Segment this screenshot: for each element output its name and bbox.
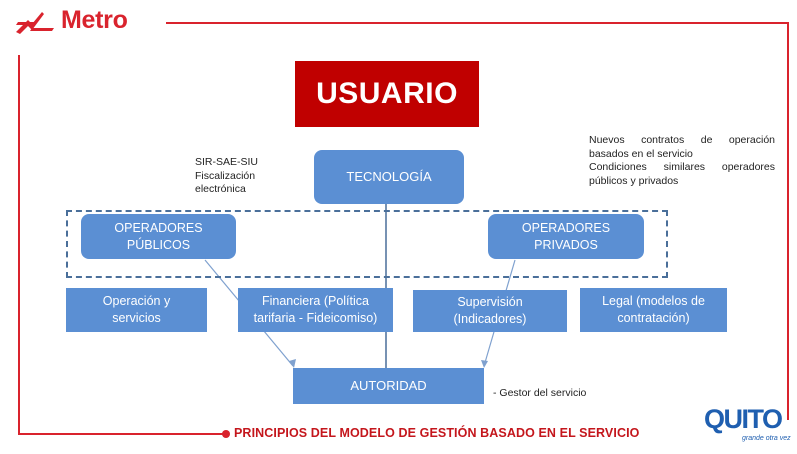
right-arrowhead	[481, 360, 488, 368]
usuario-label: USUARIO	[316, 76, 458, 110]
supervision-line: (Indicadores)	[453, 312, 527, 326]
operacion-line: servicios	[112, 311, 161, 325]
operacion-line: Operación y	[102, 294, 171, 309]
autoridad-note: - Gestor del servicio	[493, 387, 587, 399]
operadores-publicos-box: OPERADORES PÚBLICOS	[81, 214, 236, 259]
tech-note-line: electrónica	[195, 183, 246, 196]
usuario-box: USUARIO	[295, 61, 479, 127]
frame-left-line	[18, 55, 20, 435]
operadores-privados-box: OPERADORES PRIVADOS	[488, 214, 644, 259]
tecnologia-box: TECNOLOGÍA	[314, 150, 464, 204]
tecnologia-label: TECNOLOGÍA	[346, 169, 432, 185]
frame-bottom-line	[18, 433, 224, 435]
operadores-privados-line: PRIVADOS	[534, 237, 598, 252]
operators-group-box	[66, 210, 668, 278]
operadores-publicos-line: PÚBLICOS	[126, 237, 191, 252]
quito-logo-text: QUITO	[704, 404, 783, 434]
tech-note-line: Fiscalización	[195, 169, 256, 182]
quito-logo-tagline: grande otra vez	[742, 435, 791, 442]
supervision-line: Supervisión	[457, 295, 523, 310]
operadores-privados-line: OPERADORES	[521, 220, 611, 235]
tech-note-line: SIR-SAE-SIU	[195, 156, 259, 168]
supervision-box: Supervisión (Indicadores)	[413, 290, 567, 332]
autoridad-box: AUTORIDAD	[293, 368, 484, 404]
footer-bullet	[222, 430, 230, 438]
tech-note: SIR-SAE-SIU Fiscalización electrónica	[195, 156, 258, 197]
left-arrowhead	[289, 359, 296, 368]
autoridad-label: AUTORIDAD	[350, 378, 427, 394]
legal-line: Legal (modelos de	[602, 294, 705, 309]
financiera-line: Financiera (Política	[261, 294, 369, 309]
footer-title: PRINCIPIOS DEL MODELO DE GESTIÓN BASADO …	[234, 426, 640, 440]
financiera-box: Financiera (Política tarifaria - Fideico…	[238, 288, 393, 332]
quito-logo: QUITO grande otra vez	[704, 404, 792, 450]
metro-logo-icon	[16, 12, 54, 34]
legal-box: Legal (modelos de contratación)	[580, 288, 727, 332]
frame-top-line	[166, 22, 789, 24]
right-note: Nuevos contratos de operación basados en…	[589, 134, 775, 189]
brand-name: Metro	[61, 6, 128, 34]
frame-right-line	[787, 22, 789, 420]
right-note-line: Nuevos contratos de operación basados en…	[589, 134, 775, 160]
operadores-publicos-line: OPERADORES	[114, 220, 203, 235]
operacion-box: Operación y servicios	[66, 288, 207, 332]
right-note-line: Condiciones similares operadores público…	[589, 161, 775, 187]
financiera-line: tarifaria - Fideicomiso)	[253, 311, 378, 325]
legal-line: contratación)	[617, 311, 690, 325]
